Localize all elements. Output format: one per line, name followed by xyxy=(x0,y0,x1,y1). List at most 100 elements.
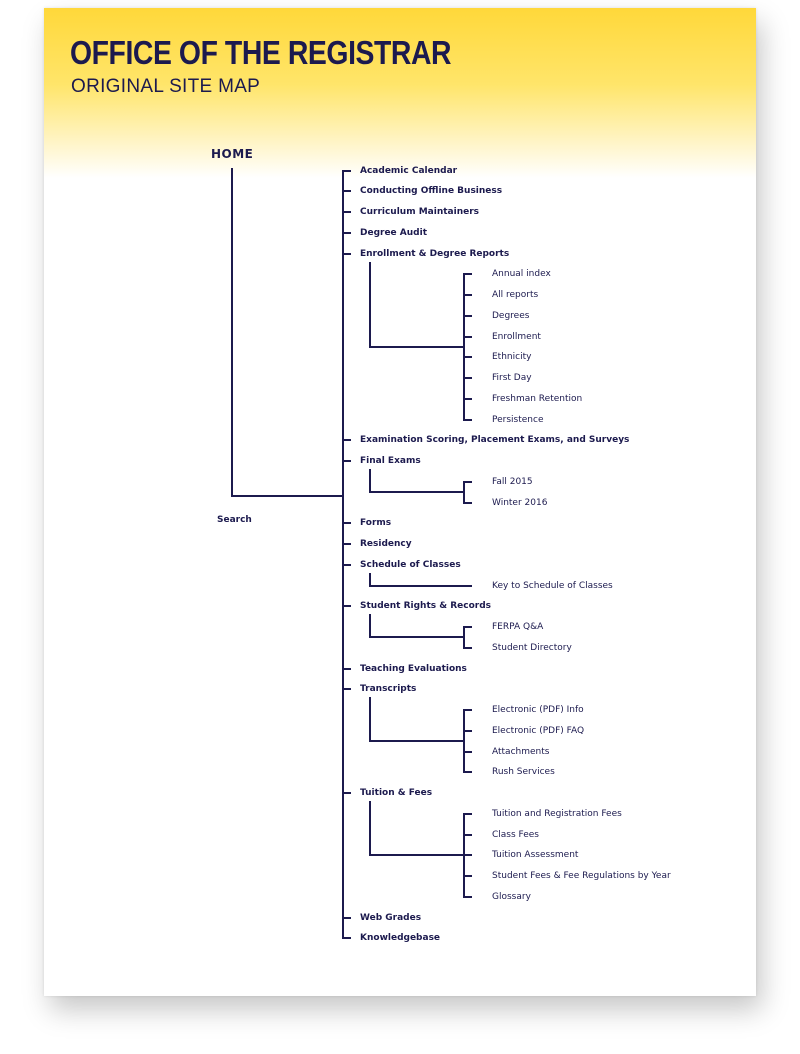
sitemap-section-item[interactable]: Transcripts xyxy=(360,684,417,695)
sitemap-connector xyxy=(342,252,351,255)
sitemap-section-item[interactable]: Teaching Evaluations xyxy=(360,663,467,674)
sitemap-subsection-item[interactable]: Electronic (PDF) FAQ xyxy=(492,725,585,736)
sitemap-connector xyxy=(342,543,351,545)
sitemap-subsection-item[interactable]: Class Fees xyxy=(492,829,539,840)
sitemap-connector xyxy=(369,345,465,348)
sitemap-connector xyxy=(369,584,465,587)
sitemap-item-search[interactable]: Search xyxy=(217,515,252,525)
sitemap-connector xyxy=(463,335,472,338)
sitemap-connector xyxy=(463,397,472,400)
sitemap-connector xyxy=(342,688,351,691)
sitemap-section-item[interactable]: Curriculum Maintainers xyxy=(360,207,480,217)
sitemap-subsection-item[interactable]: Tuition Assessment xyxy=(492,850,579,861)
sitemap-subsection-item[interactable]: Glossary xyxy=(492,891,531,902)
sitemap-connector xyxy=(463,626,472,628)
sitemap-connector xyxy=(463,771,472,774)
sitemap-connector xyxy=(369,740,465,743)
sitemap-connector xyxy=(369,261,371,347)
sitemap-subsection-item[interactable]: Fall 2015 xyxy=(492,476,533,487)
sitemap-section-item[interactable]: Knowledgebase xyxy=(360,933,441,944)
sitemap-subsection-item[interactable]: Degrees xyxy=(492,310,530,321)
sitemap-section-item[interactable]: Residency xyxy=(360,539,412,549)
sitemap-connector xyxy=(463,356,472,359)
sitemap-connector xyxy=(463,273,465,421)
sitemap-connector xyxy=(369,801,371,856)
sitemap-subsection-item[interactable]: First Day xyxy=(492,373,532,383)
sitemap-section-item[interactable]: Web Grades xyxy=(360,912,422,923)
sitemap-connector xyxy=(342,937,351,940)
sitemap-connector xyxy=(342,522,351,525)
sitemap-subsection-item[interactable]: Student Fees & Fee Regulations by Year xyxy=(492,871,671,881)
sitemap-connector xyxy=(342,439,351,442)
sitemap-subsection-item[interactable]: Electronic (PDF) Info xyxy=(492,705,584,715)
sitemap-connector xyxy=(463,480,465,504)
sitemap-connector xyxy=(463,709,472,711)
sitemap-section-item[interactable]: Final Exams xyxy=(360,456,421,466)
sitemap-section-item[interactable]: Enrollment & Degree Reports xyxy=(360,248,510,259)
sitemap-trunk xyxy=(342,169,344,940)
sitemap-connector xyxy=(231,168,233,497)
sitemap-section-item[interactable]: Degree Audit xyxy=(360,227,427,238)
page-title: OFFICE OF THE REGISTRAR xyxy=(70,34,452,71)
sitemap-connector xyxy=(231,495,342,497)
sitemap-subsection-item[interactable]: Freshman Retention xyxy=(492,393,583,404)
sitemap-connector xyxy=(463,875,472,877)
sitemap-connector xyxy=(463,501,472,504)
sitemap-connector xyxy=(463,377,472,379)
sitemap-connector xyxy=(369,697,371,742)
header-band xyxy=(44,8,756,178)
sitemap-connector xyxy=(463,626,465,649)
sitemap-connector xyxy=(463,812,472,815)
sitemap-connector xyxy=(463,294,472,296)
sitemap-connector xyxy=(369,469,371,493)
sitemap-connector xyxy=(463,812,465,898)
sitemap-connector xyxy=(463,895,472,898)
sitemap-connector xyxy=(369,636,465,639)
sitemap-subsection-item[interactable]: Enrollment xyxy=(492,331,541,342)
sitemap-connector xyxy=(342,605,351,608)
sitemap-section-item[interactable]: Tuition & Fees xyxy=(360,788,433,798)
sitemap-connector xyxy=(463,854,472,857)
sitemap-connector xyxy=(342,190,351,193)
sitemap-connector xyxy=(342,211,351,213)
sitemap-connector xyxy=(463,750,472,753)
sitemap-subsection-item[interactable]: Key to Schedule of Classes xyxy=(492,580,613,591)
sitemap-section-item[interactable]: Student Rights & Records xyxy=(360,601,492,612)
sitemap-connector xyxy=(463,709,465,774)
sitemap-section-item[interactable]: Schedule of Classes xyxy=(360,559,461,570)
sitemap-connector xyxy=(463,314,472,317)
sitemap-root-home[interactable]: HOME xyxy=(211,147,254,161)
sitemap-connector xyxy=(369,854,465,857)
sitemap-connector xyxy=(463,833,472,836)
sitemap-connector xyxy=(369,614,371,638)
sitemap-subsection-item[interactable]: Ethnicity xyxy=(492,352,532,363)
sitemap-subsection-item[interactable]: FERPA Q&A xyxy=(492,622,544,632)
sitemap-connector xyxy=(463,646,472,649)
sitemap-connector xyxy=(342,169,351,172)
sitemap-connector xyxy=(342,667,351,670)
sitemap-connector xyxy=(463,480,472,483)
sitemap-connector xyxy=(369,572,371,586)
sitemap-connector xyxy=(463,584,472,587)
page-subtitle: ORIGINAL SITE MAP xyxy=(71,76,261,97)
sitemap-connector xyxy=(342,792,351,794)
sitemap-connector xyxy=(342,916,351,919)
sitemap-section-item[interactable]: Forms xyxy=(360,518,392,529)
sitemap-connector xyxy=(463,418,472,421)
sitemap-subsection-item[interactable]: Rush Services xyxy=(492,767,555,778)
sitemap-subsection-item[interactable]: Winter 2016 xyxy=(492,497,548,508)
sitemap-subsection-item[interactable]: Student Directory xyxy=(492,642,572,653)
sitemap-subsection-item[interactable]: Annual index xyxy=(492,269,551,280)
sitemap-subsection-item[interactable]: Tuition and Registration Fees xyxy=(492,808,622,819)
sitemap-connector xyxy=(369,491,465,494)
sitemap-section-item[interactable]: Academic Calendar xyxy=(360,165,458,176)
sitemap-connector xyxy=(342,460,351,462)
sitemap-subsection-item[interactable]: All reports xyxy=(492,290,539,300)
sitemap-connector xyxy=(463,273,472,276)
sitemap-subsection-item[interactable]: Persistence xyxy=(492,414,544,425)
sitemap-section-item[interactable]: Conducting Offline Business xyxy=(360,186,503,197)
sitemap-connector xyxy=(463,729,472,732)
sitemap-subsection-item[interactable]: Attachments xyxy=(492,746,550,757)
sitemap-connector xyxy=(342,563,351,566)
sitemap-section-item[interactable]: Examination Scoring, Placement Exams, an… xyxy=(360,435,630,446)
